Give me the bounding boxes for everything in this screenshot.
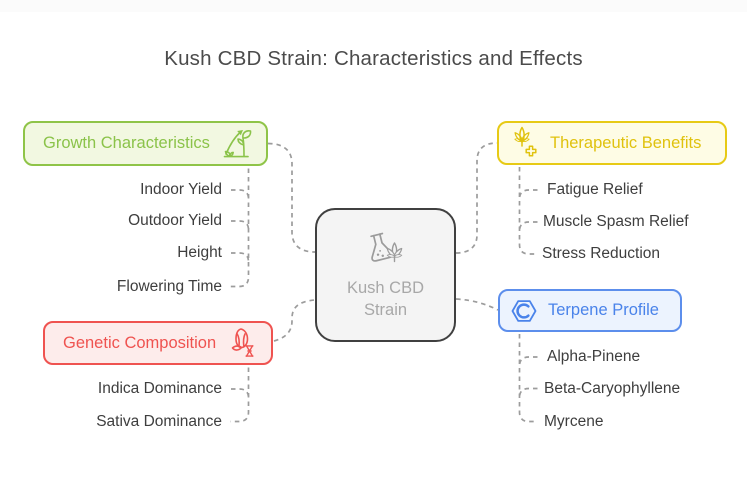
center-node[interactable]: Kush CBD Strain [315, 208, 456, 342]
branch-item[interactable]: Sativa Dominance [96, 412, 222, 430]
tick-fatigue [518, 189, 538, 200]
tick-alpha-pinene [518, 356, 538, 367]
branch-item[interactable]: Beta-Caryophyllene [544, 379, 681, 397]
tick-muscle [518, 221, 538, 232]
branch-item[interactable]: Fatigue Relief [547, 181, 643, 198]
hexagon-c-icon [511, 299, 537, 322]
branch-label: Terpene Profile [548, 301, 659, 319]
flask-cannabis-icon [369, 232, 402, 262]
connector-center-to-terpene [455, 298, 499, 311]
tick-beta-caryophyllene [518, 387, 538, 398]
branch-label: Genetic Composition [63, 333, 217, 352]
center-node-label-line1: Kush CBD [346, 278, 425, 297]
tick-indoor-yield [231, 189, 250, 200]
branch-item[interactable]: Stress Reduction [542, 245, 661, 262]
connector-genetic-to-center [273, 299, 316, 342]
center-node-label-line2: Strain [363, 300, 408, 319]
plant-growth-icon [223, 129, 252, 157]
branch-label: Growth Characteristics [43, 134, 210, 152]
spine-genetic [230, 367, 250, 423]
branch-node-therapeutic[interactable]: Therapeutic Benefits [497, 121, 727, 165]
branch-item[interactable]: Height [177, 244, 222, 261]
connector-center-to-therapeutic [455, 142, 498, 254]
spine-terpene [518, 334, 538, 423]
bud-dna-icon [231, 328, 254, 357]
branch-item[interactable]: Alpha-Pinene [547, 348, 641, 365]
spine-growth [230, 168, 250, 288]
branch-item[interactable]: Myrcene [544, 412, 604, 430]
spine-therapeutic [518, 167, 538, 255]
branch-label: Therapeutic Benefits [550, 133, 702, 152]
branch-node-terpene[interactable]: Terpene Profile [498, 289, 682, 332]
cannabis-leaf-cross-icon [514, 126, 537, 157]
branch-node-growth[interactable]: Growth Characteristics [23, 121, 268, 166]
branch-item[interactable]: Indica Dominance [97, 380, 222, 397]
top-strip [0, 0, 747, 12]
tick-height [231, 252, 250, 263]
tick-outdoor-yield [231, 220, 250, 231]
diagram-title: Kush CBD Strain: Characteristics and Eff… [164, 47, 583, 70]
branch-item[interactable]: Flowering Time [116, 277, 222, 295]
branch-node-genetic[interactable]: Genetic Composition [43, 321, 273, 365]
branch-item[interactable]: Outdoor Yield [128, 212, 222, 229]
branch-item[interactable]: Muscle Spasm Relief [543, 213, 689, 230]
tick-indica [231, 388, 250, 399]
connector-growth-to-center [267, 142, 316, 253]
branch-item[interactable]: Indoor Yield [140, 181, 222, 198]
